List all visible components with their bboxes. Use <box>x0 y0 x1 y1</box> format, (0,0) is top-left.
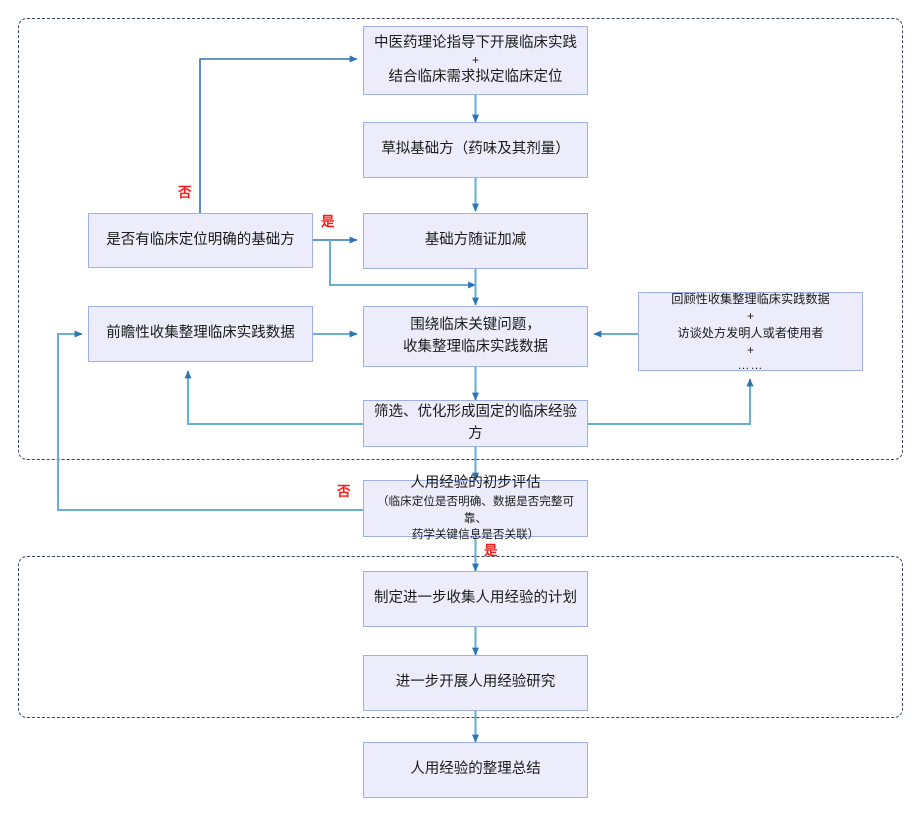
node-screen-optimize-fixed-formula[interactable]: 筛选、优化形成固定的临床经验方 <box>363 400 588 447</box>
node-line1: 中医药理论指导下开展临床实践 <box>374 34 577 51</box>
node-line1: 草拟基础方（药味及其剂量） <box>381 141 570 158</box>
node-decision-has-clear-base-formula[interactable]: 是否有临床定位明确的基础方 <box>88 213 313 268</box>
edge-label-no-1: 否 <box>178 185 192 200</box>
node-sub-line2: 药学关键信息是否关联） <box>411 528 540 542</box>
node-prospective-data-collection[interactable]: 前瞻性收集整理临床实践数据 <box>88 306 313 362</box>
node-line2: 收集整理临床实践数据 <box>403 338 548 355</box>
node-retrospective-collection-and-interview[interactable]: 回顾性收集整理临床实践数据 + 访谈处方发明人或者使用者 + …… <box>638 291 863 373</box>
node-line1: 人用经验的整理总结 <box>410 761 541 778</box>
node-line1: 是否有临床定位明确的基础方 <box>106 231 295 248</box>
node-collect-around-key-questions[interactable]: 围绕临床关键问题， 收集整理临床实践数据 <box>363 306 588 367</box>
node-line1: 制定进一步收集人用经验的计划 <box>374 590 577 607</box>
node-line1: 进一步开展人用经验研究 <box>395 674 556 691</box>
node-line1: 基础方随证加减 <box>424 232 527 249</box>
node-line1: 回顾性收集整理临床实践数据 <box>671 291 830 306</box>
upper-dashed-region <box>18 18 903 460</box>
node-plus: + <box>746 308 754 323</box>
node-adjust-formula-by-syndrome[interactable]: 基础方随证加减 <box>363 213 588 269</box>
node-preliminary-evaluation[interactable]: 人用经验的初步评估 （临床定位是否明确、数据是否完整可靠、 药学关键信息是否关联… <box>363 475 588 541</box>
lower-dashed-region <box>18 556 903 718</box>
edge-label-yes-2: 是 <box>484 543 498 558</box>
node-draft-base-formula[interactable]: 草拟基础方（药味及其剂量） <box>363 122 588 178</box>
node-summarize-human-experience[interactable]: 人用经验的整理总结 <box>363 742 588 798</box>
node-line2: 结合临床需求拟定临床定位 <box>388 69 563 86</box>
edge-label-no-2: 否 <box>337 484 351 499</box>
node-line1: 人用经验的初步评估 <box>410 475 541 492</box>
node-plus-2: + <box>746 342 754 357</box>
node-plus: + <box>471 52 479 67</box>
node-line1: 前瞻性收集整理临床实践数据 <box>106 325 295 342</box>
node-line1: 围绕临床关键问题， <box>410 317 541 334</box>
node-line2: 访谈处方发明人或者使用者 <box>677 325 824 340</box>
node-sub-line1: （临床定位是否明确、数据是否完整可靠、 <box>376 495 575 525</box>
node-further-human-experience-research[interactable]: 进一步开展人用经验研究 <box>363 655 588 711</box>
edge-label-yes-1: 是 <box>321 214 335 229</box>
node-ellipsis: …… <box>737 358 764 373</box>
node-clinical-practice-positioning[interactable]: 中医药理论指导下开展临床实践 + 结合临床需求拟定临床定位 <box>363 26 588 95</box>
node-plan-further-collection[interactable]: 制定进一步收集人用经验的计划 <box>363 571 588 627</box>
node-line1: 筛选、优化形成固定的临床经验方 <box>374 404 577 442</box>
